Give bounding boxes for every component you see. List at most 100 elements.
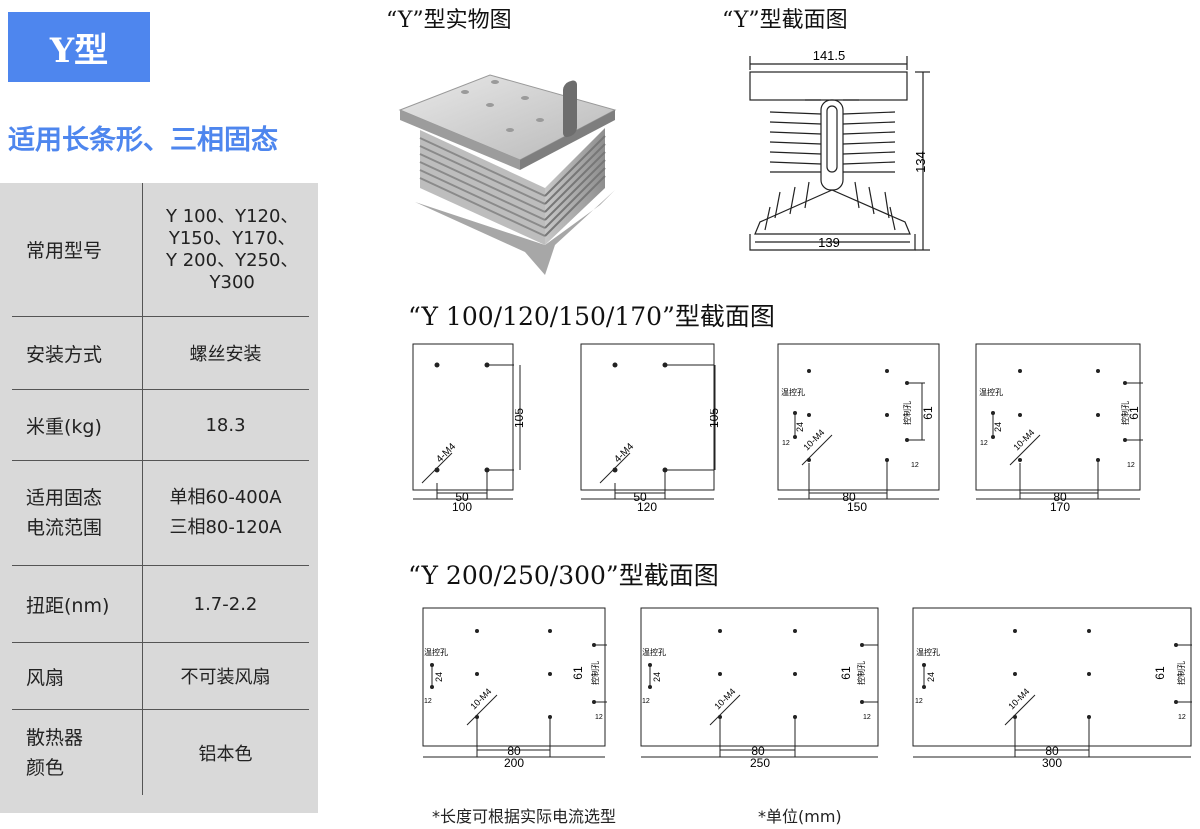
dim-width: 250 xyxy=(750,756,770,770)
pitch-label: 61 xyxy=(1127,406,1141,420)
drawing-y100: 100 50 4-M4 xyxy=(412,343,514,514)
dim-width: 100 xyxy=(452,500,472,514)
thread-label: 10-M4 xyxy=(801,427,826,452)
dim-width: 200 xyxy=(504,756,524,770)
spec-row: 扭距(nm) 1.7-2.2 xyxy=(12,566,309,642)
spec-value: 单相60-400A 三相80-120A xyxy=(142,461,309,565)
spec-key: 扭距(nm) xyxy=(26,594,110,617)
dim-holes: 80 xyxy=(1053,490,1067,504)
spec-value: 铝本色 xyxy=(198,743,253,765)
edge-label: 12 xyxy=(595,714,603,721)
spec-key: 安装方式 xyxy=(26,343,103,366)
thread-label: 10-M4 xyxy=(468,686,493,711)
spec-value-line: 单相60-400A xyxy=(169,487,282,508)
dim-holes: 50 xyxy=(633,490,647,504)
spec-row: 适用固态 电流范围 单相60-400A 三相80-120A xyxy=(12,461,309,565)
group2-heading: “Y 200/250/300”型截面图 xyxy=(408,561,719,590)
pitch-label: 105 xyxy=(515,408,526,428)
dim-bottom: 139 xyxy=(818,235,840,250)
holes xyxy=(612,362,668,473)
spec-value-line: 三相80-120A xyxy=(169,517,282,538)
spec-divider xyxy=(142,183,143,795)
ctrl-hole-label: 控制孔 xyxy=(1176,661,1186,685)
pitch-label: 61 xyxy=(1153,666,1167,680)
pitch-label: 105 xyxy=(710,408,721,428)
spec-row: 散热器 颜色 铝本色 xyxy=(12,710,309,795)
drawing-y300: 300 80 10-M4 温控孔 24 12 12 控制孔 61 xyxy=(912,607,1192,770)
length-note: *长度可根据实际电流选型 xyxy=(432,807,617,826)
ctrl-hole-label: 控制孔 xyxy=(1120,401,1130,425)
temp-hole-label: 温控孔 xyxy=(424,647,448,657)
model-line: Y300 xyxy=(209,271,255,293)
dim-pitch-y120: 105 xyxy=(710,365,721,470)
spec-value: Y 100、Y120、 Y150、Y170、 Y 200、Y250、 Y300 xyxy=(142,183,309,316)
dim-width: 150 xyxy=(847,500,867,514)
edge-label: 12 xyxy=(980,440,988,447)
fins xyxy=(415,128,615,275)
edge-label: 12 xyxy=(915,698,923,705)
row-divider xyxy=(12,642,309,643)
ctrl-hole-label: 控制孔 xyxy=(856,661,866,685)
row-divider xyxy=(12,460,309,461)
holes xyxy=(430,629,596,719)
model-line: Y 200、Y250、 xyxy=(166,249,299,271)
edge-label: 12 xyxy=(642,698,650,705)
thread-label: 4-M4 xyxy=(434,441,458,465)
spec-row: 安装方式 螺丝安装 xyxy=(12,317,309,389)
spec-key-line: 电流范围 xyxy=(26,517,103,539)
model-badge: Y型 xyxy=(8,12,150,82)
temp-hole-label: 温控孔 xyxy=(642,647,666,657)
dim-holes: 50 xyxy=(455,490,469,504)
row-divider xyxy=(12,709,309,710)
row-divider xyxy=(12,565,309,566)
dim-width: 170 xyxy=(1050,500,1070,514)
temp-gap: 24 xyxy=(434,672,444,682)
spec-row: 常用型号 Y 100、Y120、 Y150、Y170、 Y 200、Y250、 … xyxy=(12,183,309,316)
pitch-label: 61 xyxy=(839,666,853,680)
dim-holes: 80 xyxy=(842,490,856,504)
drawing-y150: 150 80 10-M4 温控孔 24 12 12 控制孔 61 xyxy=(777,343,940,514)
dim-holes: 80 xyxy=(507,744,521,758)
temp-gap: 24 xyxy=(652,672,662,682)
drawing-y200: 200 80 10-M4 温控孔 24 12 12 控制孔 61 xyxy=(422,607,607,770)
heatsink-photo xyxy=(398,74,617,275)
model-line: Y150、Y170、 xyxy=(168,227,296,249)
edge-label: 12 xyxy=(1127,462,1135,469)
section-heading: “Y”型截面图 xyxy=(722,8,848,33)
row-divider xyxy=(12,389,309,390)
group1-heading: “Y 100/120/150/170”型截面图 xyxy=(408,302,775,331)
thread-label: 10-M4 xyxy=(1006,686,1031,711)
ctrl-hole-label: 控制孔 xyxy=(902,401,912,425)
spec-key: 适用固态 电流范围 xyxy=(12,461,142,565)
ctrl-hole-label: 控制孔 xyxy=(590,661,600,685)
temp-hole-label: 温控孔 xyxy=(781,387,805,397)
edge-label: 12 xyxy=(1178,714,1186,721)
pitch-label: 61 xyxy=(571,666,585,680)
temp-gap: 24 xyxy=(926,672,936,682)
spec-key: 常用型号 xyxy=(26,240,103,262)
holes xyxy=(922,629,1178,719)
spec-key-line: 适用固态 xyxy=(26,487,103,509)
row-divider xyxy=(12,316,309,317)
spec-value: 1.7-2.2 xyxy=(193,593,258,615)
holes xyxy=(434,362,490,473)
unit-note: *单位(mm) xyxy=(758,807,842,826)
edge-label: 12 xyxy=(424,698,432,705)
dim-width: 300 xyxy=(1042,756,1062,770)
spec-key-line: 散热器 xyxy=(26,726,84,749)
drawing-y120: 120 50 4-M4 xyxy=(580,343,715,514)
edge-label: 12 xyxy=(911,462,919,469)
dim-top: 141.5 xyxy=(813,48,846,63)
dim-holes: 80 xyxy=(1045,744,1059,758)
holes xyxy=(991,369,1127,462)
dim-pitch-y100: 105 xyxy=(515,365,526,470)
spec-value: 螺丝安装 xyxy=(189,344,262,365)
holes xyxy=(648,629,864,719)
dim-width: 120 xyxy=(637,500,657,514)
edge-label: 12 xyxy=(782,440,790,447)
thread-label: 4-M4 xyxy=(612,441,636,465)
temp-hole-label: 温控孔 xyxy=(979,387,1003,397)
spec-key-line: 颜色 xyxy=(26,756,65,779)
drawing-y250: 250 80 10-M4 温控孔 24 12 12 控制孔 61 xyxy=(640,607,879,770)
temp-gap: 24 xyxy=(993,422,1003,432)
